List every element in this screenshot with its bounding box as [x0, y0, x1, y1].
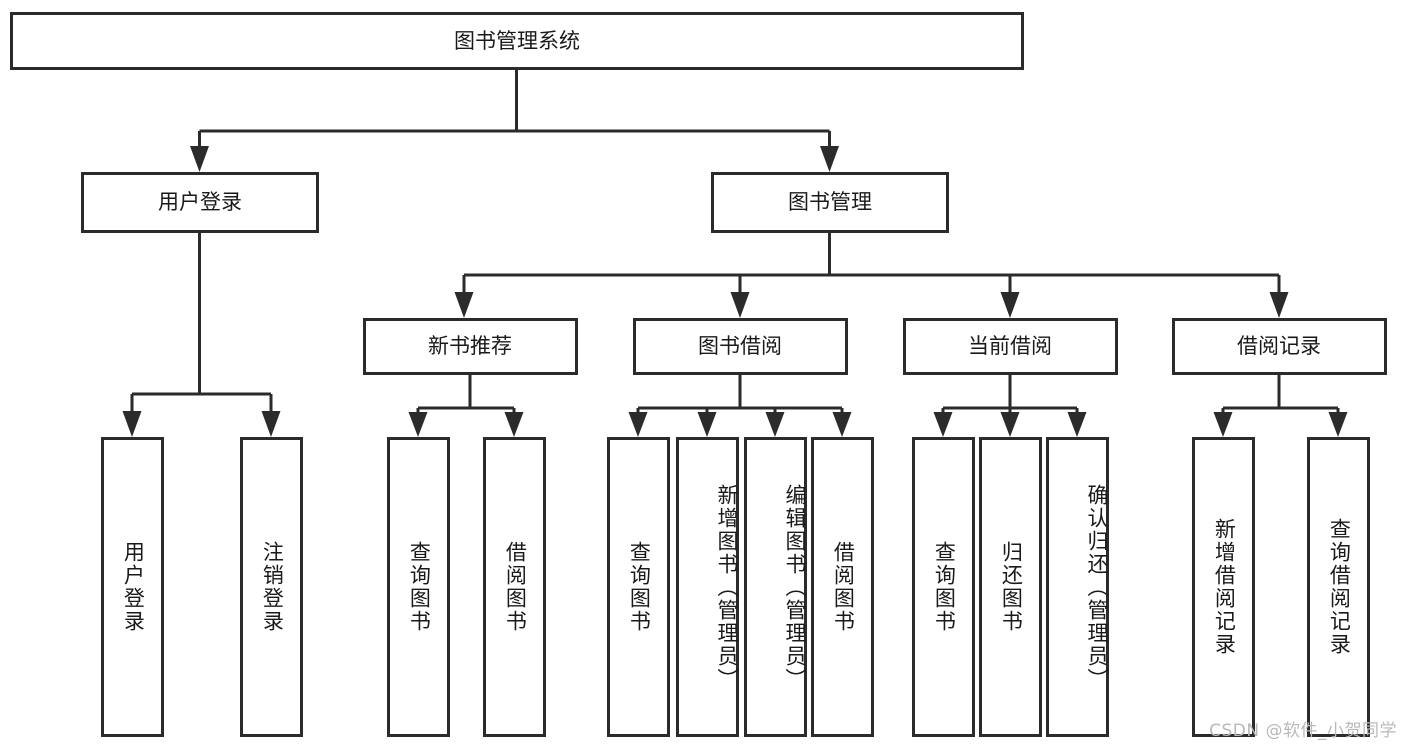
node-box-book-borrow[interactable]: [633, 318, 848, 375]
node-box-leaf-user-logout[interactable]: [240, 437, 303, 737]
node-box-borrow-record[interactable]: [1172, 318, 1387, 375]
node-box-leaf-return-book[interactable]: [979, 437, 1042, 737]
arrow-to-book-borrow: [730, 292, 750, 318]
node-box-leaf-edit-book[interactable]: [744, 437, 807, 737]
arrow-to-leaf-borrow-book-2: [832, 412, 852, 437]
arrow-to-leaf-user-login: [122, 411, 142, 437]
node-box-leaf-query-book-3[interactable]: [912, 437, 975, 737]
edge-group-root: [190, 68, 839, 172]
edge-group-book-manage: [454, 232, 1289, 318]
node-label-book-manage: 图书管理: [788, 190, 872, 214]
node-box-new-book-rec[interactable]: [363, 318, 578, 375]
arrow-to-current-borrow: [1000, 292, 1020, 318]
node-box-leaf-query-book-1[interactable]: [387, 437, 450, 737]
arrow-to-leaf-confirm-return: [1067, 412, 1087, 437]
node-box-current-borrow[interactable]: [903, 318, 1118, 375]
node-box-user-login[interactable]: [81, 172, 319, 233]
node-label-user-login: 用户登录: [158, 190, 242, 214]
arrow-to-borrow-record: [1269, 292, 1289, 318]
arrow-to-leaf-return-book: [1000, 412, 1020, 437]
node-box-leaf-user-login[interactable]: [101, 437, 164, 737]
node-label-borrow-record: 借阅记录: [1237, 334, 1321, 358]
edge-group-current-borrow: [933, 374, 1087, 437]
edge-group-book-borrow: [628, 374, 852, 437]
node-label-current-borrow: 当前借阅: [968, 334, 1052, 358]
node-box-leaf-add-book[interactable]: [676, 437, 739, 737]
node-box-leaf-add-record[interactable]: [1192, 437, 1255, 737]
edge-group-new-book-rec: [408, 374, 524, 437]
node-box-root[interactable]: [10, 12, 1024, 70]
edge-group-borrow-record: [1213, 374, 1348, 437]
arrow-to-leaf-query-book-2: [628, 412, 648, 437]
arrow-to-book-manage: [820, 146, 839, 172]
node-label-root: 图书管理系统: [454, 29, 580, 53]
arrow-to-leaf-add-book: [697, 412, 717, 437]
node-box-book-manage[interactable]: [711, 172, 949, 233]
node-box-leaf-confirm-return[interactable]: [1046, 437, 1109, 737]
edge-group-user-login: [122, 232, 281, 437]
arrow-to-leaf-query-book-3: [933, 412, 953, 437]
node-label-new-book-rec: 新书推荐: [428, 334, 512, 358]
node-box-leaf-query-book-2[interactable]: [607, 437, 670, 737]
csdn-watermark: CSDN @软件_小贺同学: [1209, 721, 1397, 741]
arrow-to-leaf-query-book-1: [408, 412, 428, 437]
arrow-to-user-login: [190, 146, 209, 172]
node-box-leaf-query-record[interactable]: [1307, 437, 1370, 737]
arrow-to-leaf-borrow-book-1: [504, 412, 524, 437]
arrow-to-new-book-rec: [454, 292, 474, 318]
arrow-to-leaf-user-logout: [261, 411, 281, 437]
arrow-to-leaf-add-record: [1213, 412, 1233, 437]
arrow-to-leaf-edit-book: [765, 412, 785, 437]
node-box-leaf-borrow-book-2[interactable]: [811, 437, 874, 737]
arrow-to-leaf-query-record: [1328, 412, 1348, 437]
node-label-book-borrow: 图书借阅: [698, 334, 782, 358]
node-box-leaf-borrow-book-1[interactable]: [483, 437, 546, 737]
